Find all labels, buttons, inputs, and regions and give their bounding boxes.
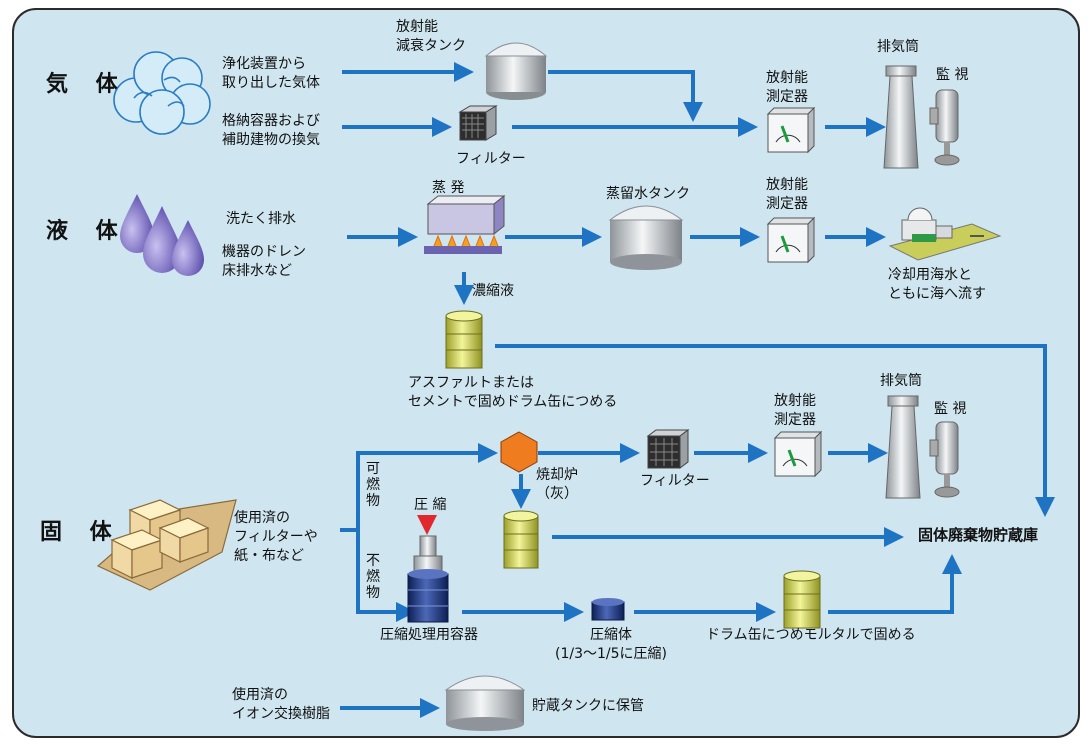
solid-filter-label: フィルター (640, 473, 710, 489)
solid-noncombustible-label: 不 燃 物 (366, 553, 380, 601)
evaporator-icon (424, 194, 506, 254)
flow-arrows (340, 62, 1055, 718)
arrow-solid-split (340, 443, 498, 532)
solid-watch-label: 監 視 (934, 401, 967, 417)
gas-cloud-icon (113, 51, 211, 135)
power-plant-sea-icon (888, 207, 1002, 261)
radiation-monitor-solid-icon (773, 430, 823, 478)
solid-incinerator-label: 焼却炉 （灰） (536, 467, 578, 502)
arrow-solid-noncombustible (356, 530, 416, 622)
drum-mortar-icon (783, 570, 821, 629)
solid-monitor-label: 放射能 測定器 (774, 393, 816, 428)
category-liquid-label: 液 体 (46, 219, 128, 244)
solid-compress-container-label: 圧縮処理用容器 (380, 627, 478, 643)
incinerator-icon (500, 431, 538, 473)
liquid-discharge-label: 冷却用海水と ともに海へ流す (888, 267, 986, 302)
liquid-drops-icon (120, 194, 204, 276)
arrow-drum-to-storage-solid (828, 554, 962, 614)
radiation-monitor-liquid-icon (766, 216, 816, 264)
gas-source-1: 浄化装置から 取り出した気体 (222, 56, 320, 91)
exhaust-stack-solid-icon (885, 395, 921, 499)
gas-decay-tank-label: 放射能 減衰タンク (396, 19, 466, 54)
solid-source: 使用済の フィルターや 紙・布など (234, 510, 318, 564)
liquid-monitor-label: 放射能 測定器 (766, 177, 808, 212)
solid-compressed-label: 圧縮体 (1/3〜1/5に圧縮) (555, 627, 667, 662)
category-gas-label: 気 体 (46, 72, 128, 97)
monitoring-device-gas-icon (929, 89, 960, 166)
drum-ash-icon (503, 510, 539, 569)
resin-source: 使用済の イオン交換樹脂 (232, 687, 330, 722)
solid-filter-icon (646, 429, 690, 469)
radiation-monitor-gas-icon (766, 106, 816, 154)
arrow-drum-to-storage (495, 344, 1055, 517)
gas-source-2: 格納容器および 補助建物の換気 (222, 113, 320, 148)
resin-storage-label: 貯蔵タンクに保管 (532, 698, 644, 714)
category-solid-label: 固 体 (40, 520, 122, 545)
distilled-water-tank-icon (608, 205, 684, 270)
liquid-source-2: 機器のドレン 床排水など (222, 244, 306, 279)
liquid-evaporation-label: 蒸 発 (432, 180, 465, 196)
solid-drum-mortar-label: ドラム缶につめモルタルで固める (706, 627, 916, 643)
drum-asphalt-icon (445, 310, 483, 369)
gas-watch-label: 監 視 (936, 67, 969, 83)
solid-storage-label: 固体廃棄物貯蔵庫 (918, 526, 1039, 544)
resin-storage-tank-icon (444, 675, 526, 731)
decay-tank-icon (484, 42, 548, 100)
gas-filter-label: フィルター (456, 151, 526, 167)
solid-stack-label: 排気筒 (880, 373, 922, 389)
exhaust-stack-gas-icon (883, 65, 919, 169)
gas-filter-icon (458, 105, 498, 141)
solid-waste-boxes-icon (96, 499, 237, 591)
gas-stack-label: 排気筒 (877, 39, 919, 55)
liquid-source-1: 洗たく排水 (226, 211, 296, 227)
monitoring-device-solid-icon (929, 421, 960, 498)
liquid-distilled-tank-label: 蒸留水タンク (606, 186, 690, 202)
liquid-drum-note: アスファルトまたは セメントで固めドラム缶につめる (408, 375, 618, 410)
arrow-decay-tank-down (548, 70, 703, 122)
solid-compress-label: 圧 縮 (414, 497, 447, 513)
compressed-body-icon (591, 598, 625, 621)
gas-monitor-label: 放射能 測定器 (766, 70, 808, 105)
solid-combustible-label: 可 燃 物 (366, 461, 380, 509)
liquid-concentrate-label: 濃縮液 (472, 283, 514, 299)
compression-container-icon (407, 535, 449, 623)
